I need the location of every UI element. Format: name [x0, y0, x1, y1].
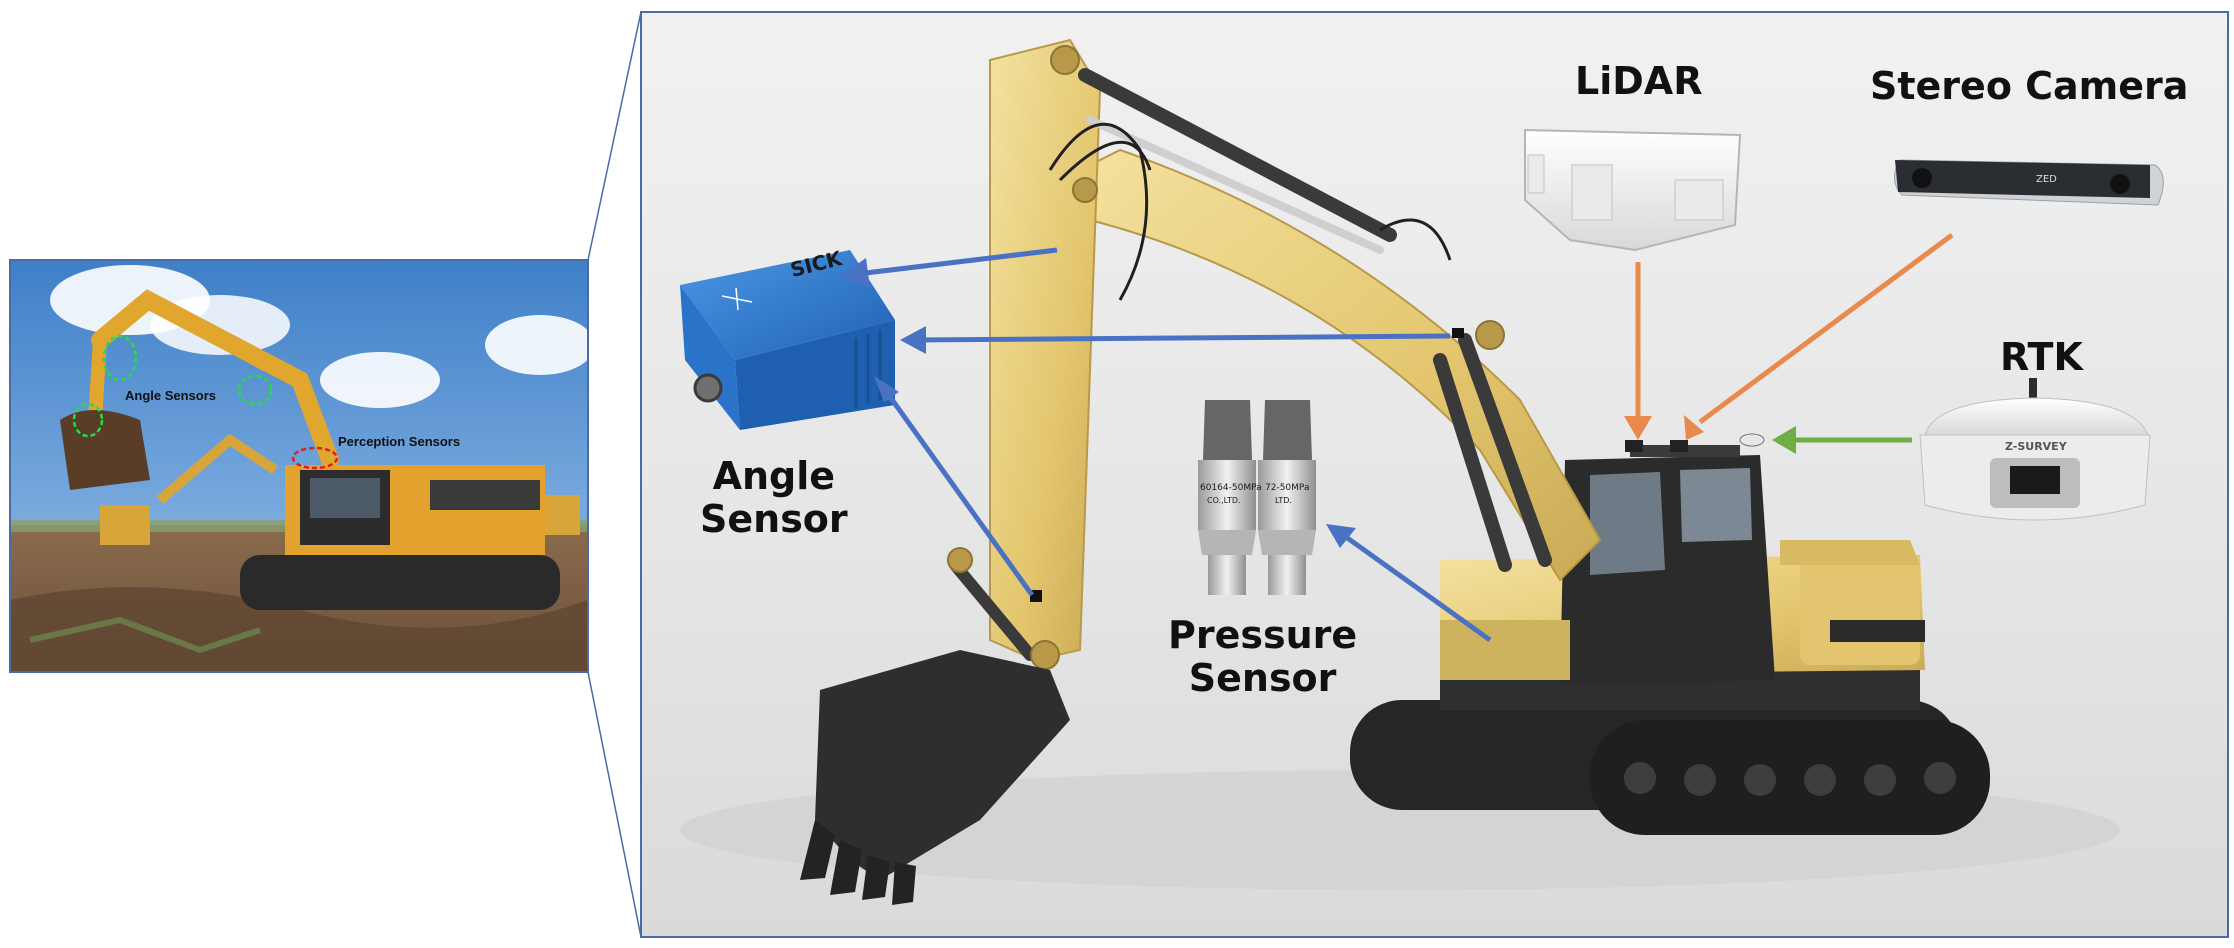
- label-pressure-sensor: Pressure Sensor: [1168, 614, 1357, 699]
- rtk-device: [1919, 378, 2151, 521]
- pressure-maker-mark-1: CO.,LTD.: [1207, 496, 1241, 505]
- pressure-spec-mark-2: 72-50MPa: [1265, 483, 1310, 493]
- perception-arrows: [1635, 232, 1954, 425]
- label-pressure-sensor-line2: Sensor: [1188, 655, 1337, 700]
- zoom-connector-top: [587, 11, 642, 261]
- green-arrowhead: [1772, 426, 1796, 454]
- lidar-device: [1524, 128, 1742, 252]
- pressure-spec-mark-1: 60164-50MPa: [1200, 483, 1262, 493]
- photo-label-perception-sensors: Perception Sensors: [338, 434, 461, 449]
- photo-label-angle-sensors: Angle Sensors: [125, 388, 217, 403]
- arrow-stick-to-angle-sensor: [844, 247, 1058, 280]
- site-photo: [10, 260, 595, 672]
- rtk-brand-mark: Z-SURVEY: [2005, 440, 2067, 453]
- stereo-camera-device: [1894, 159, 2164, 206]
- label-stereo-camera: Stereo Camera: [1870, 64, 2189, 108]
- site-photo-frame: [9, 259, 589, 673]
- angle-sensor-arrows: [844, 247, 1492, 643]
- camera-brand-mark: ZED: [2036, 174, 2057, 185]
- pressure-sensor-device: [1198, 400, 1316, 595]
- label-lidar: LiDAR: [1575, 59, 1703, 103]
- angle-sensor-device: [680, 250, 895, 430]
- arrow-boom-to-angle-sensor: [907, 333, 1451, 345]
- label-angle-sensor: Angle Sensor: [700, 455, 848, 540]
- excavator-illustration: [800, 38, 1990, 905]
- arrow-camera-to-cab: [1698, 232, 1954, 425]
- label-rtk: RTK: [2000, 335, 2083, 379]
- arrow-bucket-to-angle-sensor: [885, 389, 1035, 597]
- label-pressure-sensor-line1: Pressure: [1168, 613, 1358, 657]
- zoom-connector-bottom: [587, 671, 642, 938]
- label-angle-sensor-line2: Sensor: [700, 496, 848, 541]
- arrow-hydraulics-to-pressure-sensor: [1334, 529, 1492, 643]
- label-angle-sensor-line1: Angle: [712, 454, 836, 498]
- detail-panel-frame: [640, 11, 2229, 938]
- pressure-maker-mark-2: LTD.: [1275, 496, 1292, 505]
- orange-arrowheads: [1624, 415, 1704, 440]
- blue-arrowheads: [840, 258, 1356, 548]
